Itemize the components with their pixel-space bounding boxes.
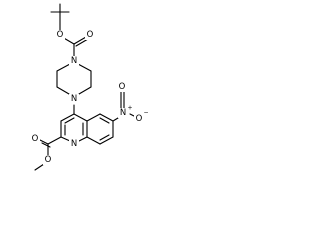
atom-label-quinoline-n: N — [71, 139, 77, 149]
chemical-structure-diagram: O O N N N + O O − N O O — [30, 3, 149, 171]
atom-label-nitro-o-right: O — [136, 114, 143, 124]
charge-label-nitro-n: + — [127, 105, 132, 112]
tert-butyl-group — [50, 3, 70, 33]
atom-label-nitro-o-top: O — [119, 82, 126, 92]
atom-label-ester-carbonyl-o: O — [32, 134, 39, 144]
atom-o-boc-ester: O — [55, 30, 65, 40]
charge-label-nitro-o-right: − — [143, 110, 148, 117]
atom-n-piperazine-bottom: N — [69, 94, 79, 104]
quinoline-pyridine-ring-bonds — [60, 113, 88, 142]
atom-label-boc-carbonyl-o: O — [87, 30, 94, 40]
atom-label-nitro-n: N — [120, 108, 126, 118]
atom-n-quinoline: N — [69, 139, 79, 149]
atom-n-nitro: N + — [118, 105, 133, 118]
atom-label-piperazine-n-top: N — [71, 56, 77, 66]
piperazine-ring-bonds — [56, 63, 92, 95]
atom-o-nitro-right: O − — [134, 110, 149, 124]
atom-o-ester-carbonyl: O — [30, 134, 40, 144]
atom-label-piperazine-n-bottom: N — [71, 94, 77, 104]
atom-o-boc-carbonyl: O — [85, 30, 95, 40]
atom-o-ester: O — [43, 155, 53, 165]
atom-n-piperazine-top: N — [69, 56, 79, 66]
atom-label-ester-o: O — [45, 155, 52, 165]
quinoline-benzene-ring-bonds — [86, 113, 114, 145]
atom-label-boc-ester-o: O — [57, 30, 64, 40]
atom-o-nitro-top: O — [117, 82, 128, 92]
methyl-ester-bonds — [34, 136, 62, 171]
boc-carbamate-bonds — [61, 36, 89, 59]
